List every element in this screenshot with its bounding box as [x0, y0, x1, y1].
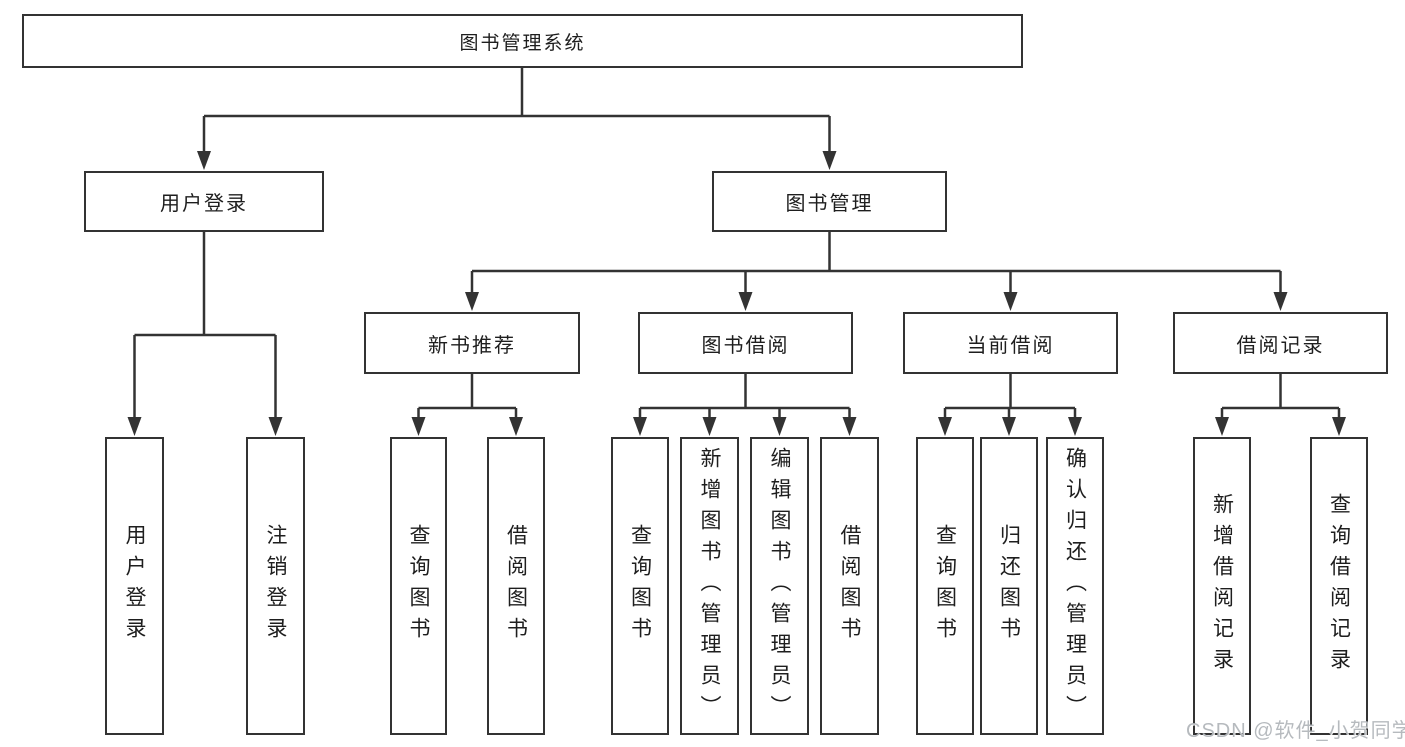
leaf-user-login: 用户登录: [105, 437, 164, 735]
leaf-borrow-books: 借阅图书: [820, 437, 879, 735]
node-user-login: 用户登录: [84, 171, 324, 232]
node-book-management: 图书管理: [712, 171, 947, 232]
leaf-confirm-return-admin: 确认归还（管理员）: [1046, 437, 1104, 735]
node-borrow-record: 借阅记录: [1173, 312, 1388, 374]
leaf-edit-books-admin: 编辑图书（管理员）: [750, 437, 809, 735]
leaf-add-borrow-record: 新增借阅记录: [1193, 437, 1251, 735]
leaf-query-borrow-record: 查询借阅记录: [1310, 437, 1368, 735]
leaf-query-books: 查询图书: [611, 437, 669, 735]
watermark: CSDN @软件_小贺同学: [1186, 720, 1405, 742]
arrowhead-icons: [127, 151, 1346, 436]
node-new-book-recommend: 新书推荐: [364, 312, 580, 374]
leaf-query-books: 查询图书: [390, 437, 447, 735]
node-current-borrow: 当前借阅: [903, 312, 1118, 374]
leaf-logout: 注销登录: [246, 437, 305, 735]
node-book-borrow: 图书借阅: [638, 312, 853, 374]
leaf-query-books: 查询图书: [916, 437, 974, 735]
node-library-system: 图书管理系统: [22, 14, 1023, 68]
leaf-add-books-admin: 新增图书（管理员）: [680, 437, 739, 735]
leaf-borrow-books: 借阅图书: [487, 437, 545, 735]
leaf-return-books: 归还图书: [980, 437, 1038, 735]
